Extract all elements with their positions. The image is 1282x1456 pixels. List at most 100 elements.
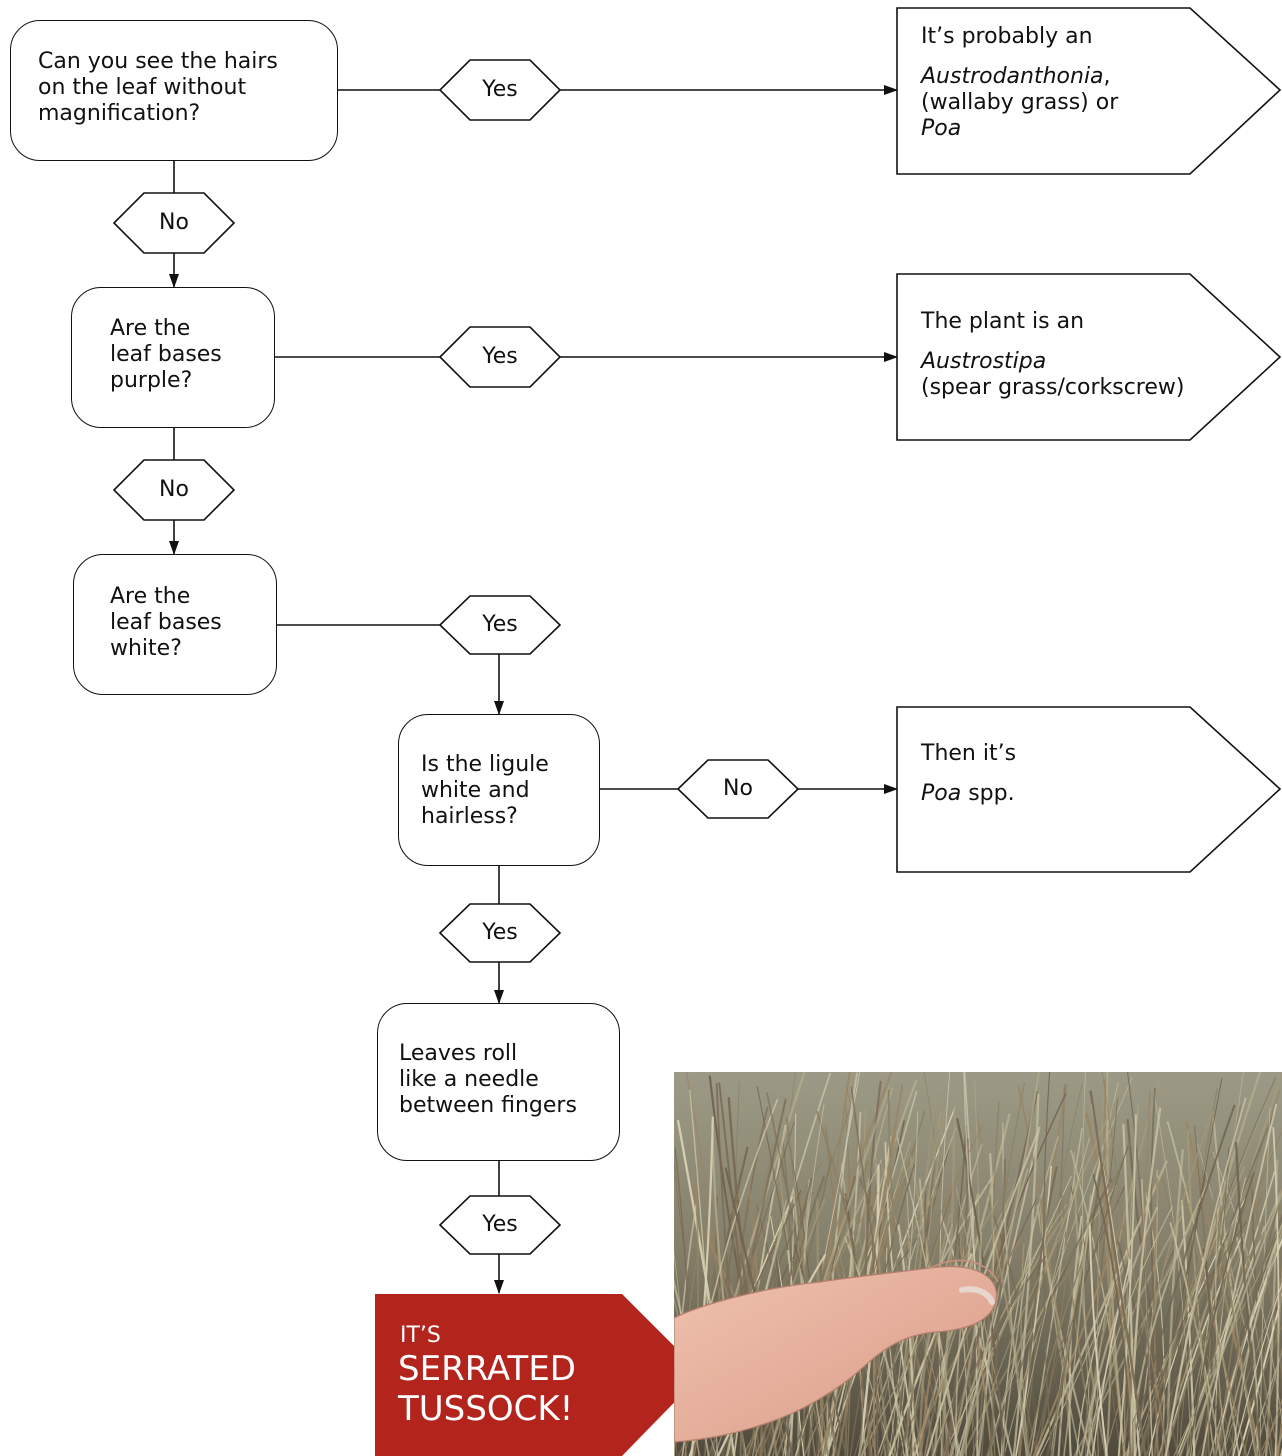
grass-blade bbox=[1165, 1097, 1247, 1456]
result-arrow-shape bbox=[375, 1294, 702, 1456]
hand bbox=[674, 1266, 997, 1443]
outcome-text: The plant is an Austrostipa (spear grass… bbox=[921, 309, 1184, 401]
grass-blade bbox=[1212, 1118, 1257, 1456]
question-box bbox=[398, 714, 600, 866]
decision-label: Yes bbox=[482, 77, 518, 102]
genus-name: Austrodanthonia bbox=[921, 64, 1104, 89]
grass-blade bbox=[1246, 1350, 1282, 1456]
outcome-shape bbox=[896, 273, 1282, 441]
grass-blade bbox=[1038, 1194, 1082, 1456]
grass-blade bbox=[1194, 1125, 1225, 1456]
decision-hexagon bbox=[438, 59, 562, 121]
grass-blade bbox=[1130, 1110, 1214, 1456]
genus-name: Poa bbox=[921, 116, 962, 141]
grass-blade bbox=[1118, 1221, 1247, 1456]
outcome-line: (spear grass/corkscrew) bbox=[921, 375, 1185, 400]
decision-label: No bbox=[159, 210, 189, 235]
genus-name: Poa bbox=[921, 781, 962, 806]
grass-blade bbox=[1015, 1137, 1090, 1456]
result-line: SERRATED bbox=[398, 1349, 576, 1389]
grass-blade bbox=[1160, 1077, 1277, 1456]
result-prefix: IT’S bbox=[400, 1323, 441, 1348]
grass-blade bbox=[955, 1215, 976, 1456]
grass-blade bbox=[1261, 1398, 1282, 1456]
grass-blade bbox=[1188, 1171, 1255, 1456]
grass-blade bbox=[1153, 1093, 1192, 1456]
grass-blade bbox=[1046, 1163, 1104, 1456]
grass-blade bbox=[956, 1188, 1013, 1456]
grass-blade bbox=[984, 1178, 1113, 1456]
grass-blade bbox=[1150, 1087, 1169, 1456]
grass-blade bbox=[1039, 1253, 1129, 1456]
genus-name: Austrostipa bbox=[921, 349, 1047, 374]
grass-blade bbox=[948, 1231, 983, 1456]
grass-blade bbox=[1235, 1142, 1263, 1456]
grass-blade bbox=[1207, 1105, 1241, 1456]
question-text: Leaves roll like a needle between finger… bbox=[399, 1041, 577, 1118]
decision-hexagon bbox=[438, 595, 562, 655]
grass-blade bbox=[1254, 1346, 1282, 1456]
grass-blade bbox=[1096, 1086, 1105, 1456]
grass-photo bbox=[674, 1072, 1282, 1456]
decision-hexagon bbox=[676, 759, 800, 819]
grass-blade bbox=[1091, 1259, 1132, 1456]
grass-blade bbox=[1181, 1253, 1223, 1456]
grass-blade bbox=[1089, 1090, 1147, 1456]
grass-blade bbox=[1232, 1281, 1282, 1456]
decision-label: Yes bbox=[482, 920, 518, 945]
grass-blade bbox=[1128, 1107, 1162, 1456]
decision-hexagon bbox=[112, 192, 236, 254]
grass-blade bbox=[1035, 1169, 1077, 1456]
decision-label: Yes bbox=[482, 1212, 518, 1237]
grass-blade bbox=[1026, 1143, 1131, 1456]
grass-blade bbox=[1242, 1229, 1280, 1456]
outcome-line: The plant is an bbox=[921, 309, 1085, 334]
grass-blade bbox=[1063, 1193, 1092, 1456]
grass-blade bbox=[988, 1158, 1007, 1456]
grass-blade bbox=[1248, 1168, 1282, 1381]
decision-label: No bbox=[159, 477, 189, 502]
outcome-line: Austrodanthonia, bbox=[921, 64, 1118, 90]
grass-blade bbox=[1215, 1208, 1228, 1456]
question-text: Are the leaf bases white? bbox=[110, 584, 222, 661]
grass-blade bbox=[1201, 1103, 1278, 1456]
outcome-line: It’s probably an bbox=[921, 24, 1093, 49]
outcome-text: It’s probably an Austrodanthonia, (walla… bbox=[921, 24, 1118, 142]
grass-blade bbox=[1133, 1097, 1269, 1456]
grass-blade bbox=[1001, 1217, 1036, 1456]
question-box bbox=[377, 1003, 620, 1161]
grass-blade bbox=[1117, 1114, 1137, 1456]
grass-blade bbox=[1106, 1072, 1126, 1456]
grass-blade bbox=[1166, 1149, 1184, 1456]
outcome-line: Poa bbox=[921, 116, 1118, 142]
grass-blade bbox=[1180, 1257, 1251, 1456]
decision-hexagon bbox=[112, 459, 236, 521]
question-box bbox=[10, 20, 338, 161]
question-box bbox=[73, 554, 277, 695]
grass-blade bbox=[1015, 1165, 1053, 1456]
decision-label: No bbox=[723, 776, 753, 801]
grass-blade bbox=[1104, 1166, 1168, 1456]
grass-blade bbox=[863, 1080, 882, 1456]
outcome-shape bbox=[896, 7, 1282, 175]
question-text: Is the ligule white and hairless? bbox=[421, 752, 549, 829]
grass-blade bbox=[756, 1086, 823, 1456]
grass-blade bbox=[1092, 1173, 1132, 1456]
grass-blade bbox=[1275, 1264, 1282, 1456]
question-box bbox=[71, 287, 275, 428]
grass-blade bbox=[1176, 1088, 1218, 1456]
grass-blade bbox=[1164, 1078, 1223, 1456]
grass-blade bbox=[1251, 1189, 1274, 1456]
grass-blade bbox=[1280, 1245, 1282, 1412]
question-text: Can you see the hairs on the leaf withou… bbox=[38, 49, 278, 126]
grass-blade bbox=[941, 1255, 1047, 1456]
grass-blade bbox=[1215, 1294, 1282, 1456]
grass-blade bbox=[1231, 1221, 1254, 1456]
decision-hexagon bbox=[438, 903, 562, 963]
outcome-shape bbox=[896, 706, 1282, 873]
outcome-line: Austrostipa bbox=[921, 349, 1184, 375]
outcome-line: (wallaby grass) or bbox=[921, 90, 1119, 115]
grass-blade bbox=[1202, 1248, 1213, 1456]
